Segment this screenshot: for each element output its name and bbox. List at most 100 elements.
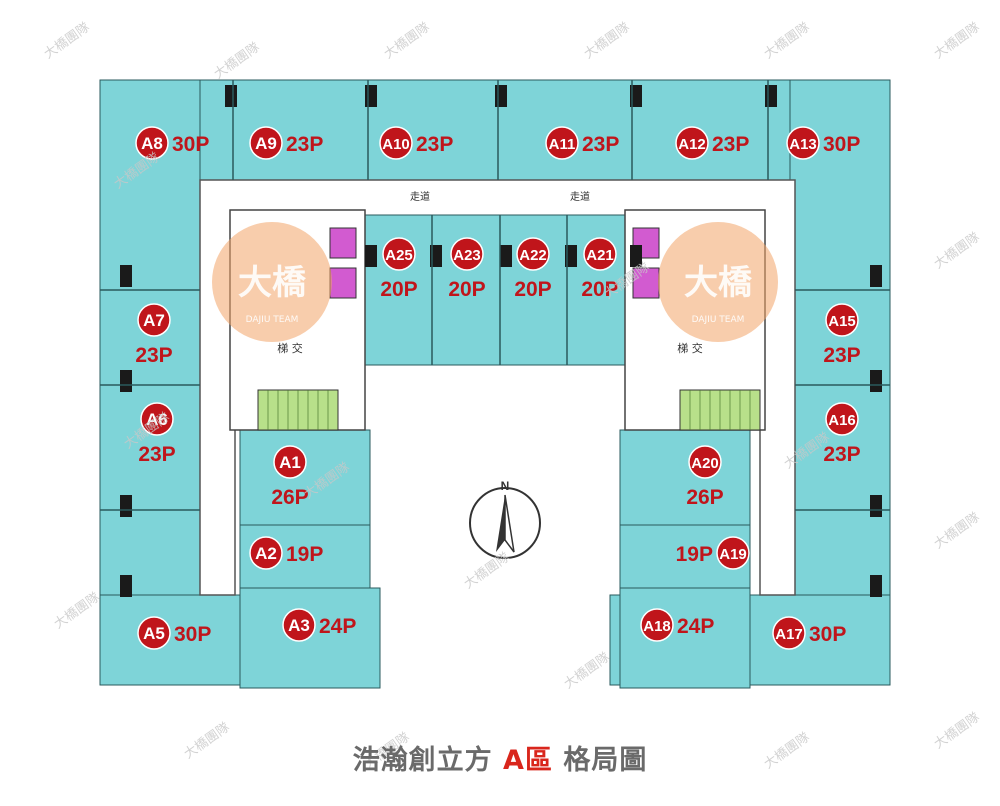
column <box>495 85 507 107</box>
unit-a5: A5 30P <box>137 616 211 650</box>
unit-id: A23 <box>453 247 481 264</box>
unit-id: A12 <box>678 136 706 153</box>
unit-badge <box>772 616 806 650</box>
unit-badge <box>379 126 413 160</box>
unit-id: A17 <box>775 626 803 643</box>
unit-block <box>239 587 381 689</box>
unit-id: A13 <box>789 136 817 153</box>
column <box>225 85 237 107</box>
unit-id: A20 <box>691 455 719 472</box>
unit-badge <box>675 126 709 160</box>
lobby-label: 梯 交 <box>677 341 703 355</box>
unit-badge <box>137 303 171 337</box>
plan-caption: 浩瀚創立方 A區 格局圖 <box>0 738 1000 777</box>
unit-size: 20P <box>448 278 485 301</box>
column <box>500 245 512 267</box>
unit-id: A2 <box>255 544 277 563</box>
unit-size: 20P <box>581 278 618 301</box>
column <box>870 495 882 517</box>
unit-badge <box>273 445 307 479</box>
logo-text: 大橋 <box>238 263 306 303</box>
unit-size: 19P <box>676 543 713 566</box>
unit-size: 23P <box>823 443 860 466</box>
unit-a11: A11 23P <box>545 126 619 160</box>
unit-a23: A23 20P <box>448 237 486 301</box>
unit-size: 24P <box>677 615 714 638</box>
unit-badge <box>640 608 674 642</box>
unit-id: A11 <box>549 136 576 153</box>
column <box>120 575 132 597</box>
caption-project-name: 浩瀚創立方 <box>352 745 504 776</box>
column <box>765 85 777 107</box>
unit-id: A19 <box>719 546 747 563</box>
column <box>365 245 377 267</box>
unit-size: 20P <box>514 278 551 301</box>
unit-id: A3 <box>288 616 310 635</box>
column <box>365 85 377 107</box>
unit-size: 24P <box>319 615 356 638</box>
logo-circle <box>212 222 332 342</box>
corridor-label: 走道 <box>410 190 430 203</box>
unit-id: A8 <box>141 134 163 153</box>
column <box>870 265 882 287</box>
elevator-icon <box>329 227 357 259</box>
unit-a18: A18 24P <box>640 608 714 642</box>
unit-badge <box>825 303 859 337</box>
unit-badge <box>450 237 484 271</box>
unit-id: A15 <box>828 313 856 330</box>
unit-badge <box>825 402 859 436</box>
unit-size: 23P <box>582 133 619 156</box>
unit-a20: A20 26P <box>686 445 724 509</box>
unit-size: 26P <box>686 486 723 509</box>
unit-id: A6 <box>146 410 168 429</box>
column <box>870 370 882 392</box>
unit-size: 30P <box>174 623 211 646</box>
unit-id: A18 <box>643 618 671 635</box>
unit-size: 23P <box>138 443 175 466</box>
unit-a3: A3 24P <box>282 608 356 642</box>
unit-badge <box>135 126 169 160</box>
elevator-icon <box>329 267 357 299</box>
unit-id: A21 <box>586 247 614 264</box>
unit-block <box>619 587 751 689</box>
column <box>870 575 882 597</box>
compass-north-label: N <box>501 479 510 493</box>
unit-size: 19P <box>286 543 323 566</box>
elevator-icon <box>632 227 660 259</box>
unit-badge <box>249 536 283 570</box>
unit-badge <box>583 237 617 271</box>
column <box>120 265 132 287</box>
unit-a19: A19 19P <box>676 536 750 570</box>
unit-badge <box>688 445 722 479</box>
unit-id: A1 <box>279 453 301 472</box>
unit-badge <box>382 237 416 271</box>
column <box>120 370 132 392</box>
unit-id: A5 <box>143 624 165 643</box>
column <box>120 495 132 517</box>
logo-subtext: DAJIU TEAM <box>692 315 745 325</box>
lobby-label: 梯 交 <box>277 341 303 355</box>
logo-text: 大橋 <box>684 263 752 303</box>
unit-badge <box>282 608 316 642</box>
building-wing <box>99 79 201 681</box>
unit-size: 30P <box>823 133 860 156</box>
unit-size: 20P <box>380 278 417 301</box>
corridor-label: 走道 <box>570 190 590 203</box>
unit-badge <box>140 402 174 436</box>
unit-size: 23P <box>416 133 453 156</box>
unit-a13: A13 30P <box>786 126 860 160</box>
unit-size: 30P <box>809 623 846 646</box>
logo-subtext: DAJIU TEAM <box>246 315 299 325</box>
compass-needle-right <box>504 494 515 553</box>
